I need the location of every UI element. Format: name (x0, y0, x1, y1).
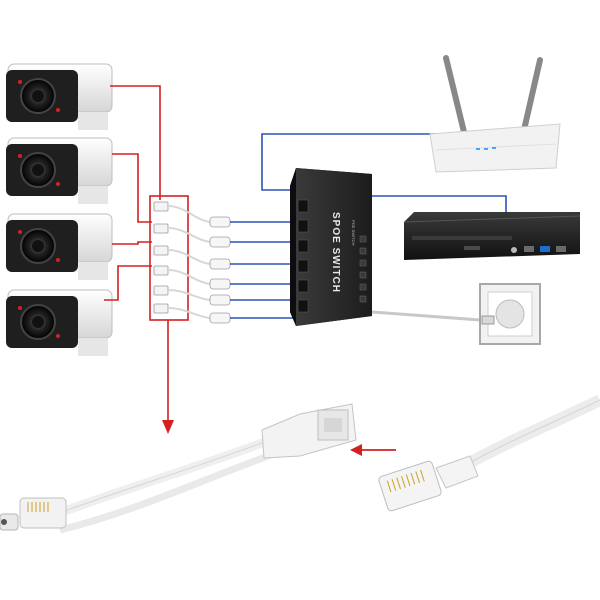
small-splitters (209, 216, 231, 324)
switch-brand: POE SWITCH (351, 220, 356, 245)
nvr-recorder (403, 212, 581, 260)
switch-label: SPOE SWITCH (330, 212, 341, 293)
switch-ports (297, 199, 309, 313)
wifi-router (429, 55, 561, 173)
poe-switch: SPOE SWITCH POE SWITCH (290, 168, 372, 326)
camera-leads (104, 85, 161, 301)
down-arrow-icon (162, 420, 174, 434)
camera-1 (6, 63, 113, 130)
camera-3 (6, 213, 113, 280)
power-cable (371, 310, 481, 322)
switch-leds (359, 235, 367, 303)
camera-4 (6, 289, 113, 356)
splitter-group-outline (149, 195, 189, 321)
left-arrow-icon (350, 444, 362, 456)
power-outlet (479, 283, 541, 345)
splitter-white-cables (167, 205, 211, 319)
ethernet-cable (378, 394, 600, 512)
splitter-cable-closeup (0, 403, 357, 534)
camera-2 (6, 137, 113, 204)
splitter-connectors (153, 201, 169, 314)
